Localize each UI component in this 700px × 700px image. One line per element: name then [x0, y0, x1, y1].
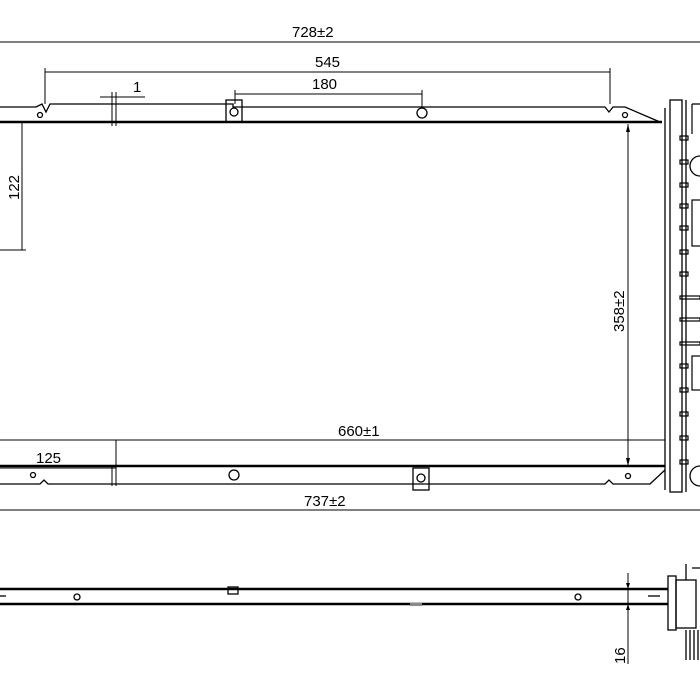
side-tank — [669, 99, 700, 493]
dimension-core-height: 358±2 — [611, 124, 630, 466]
dimension-label: 180 — [312, 76, 337, 93]
dimension-label: 660±1 — [338, 423, 380, 440]
bottom-rail — [0, 467, 666, 491]
core — [0, 108, 666, 490]
dimension-label: 737±2 — [304, 493, 346, 510]
dimension-top-offset: 122 — [0, 122, 26, 251]
dimension-core-width: 660±1 — [0, 423, 665, 441]
bracket-icon — [225, 99, 243, 123]
dimension-label: 16 — [612, 647, 629, 664]
dimension-overall-top: 728±2 — [0, 24, 700, 43]
dimension-bracket-spacing: 180 — [234, 76, 423, 108]
dimension-label: 728±2 — [292, 24, 334, 41]
dimension-small-offset: 1 — [100, 79, 145, 126]
outlet-pipe-icon — [689, 465, 700, 487]
side-view — [0, 564, 700, 660]
inlet-pipe-icon — [689, 155, 700, 177]
dimension-label: 122 — [6, 175, 23, 200]
dimension-mount-spacing: 545 — [44, 54, 611, 104]
dimension-label: 1 — [133, 79, 141, 96]
dimension-bottom-offset: 125 — [0, 440, 117, 486]
dimension-label: 358±2 — [611, 290, 628, 332]
dimension-label: 545 — [315, 54, 340, 71]
dimension-overall-bottom: 737±2 — [0, 493, 700, 511]
top-rail — [0, 99, 662, 124]
dimension-core-thickness: 16 — [612, 573, 630, 664]
dimension-label: 125 — [36, 450, 61, 467]
bracket-icon — [412, 467, 430, 491]
